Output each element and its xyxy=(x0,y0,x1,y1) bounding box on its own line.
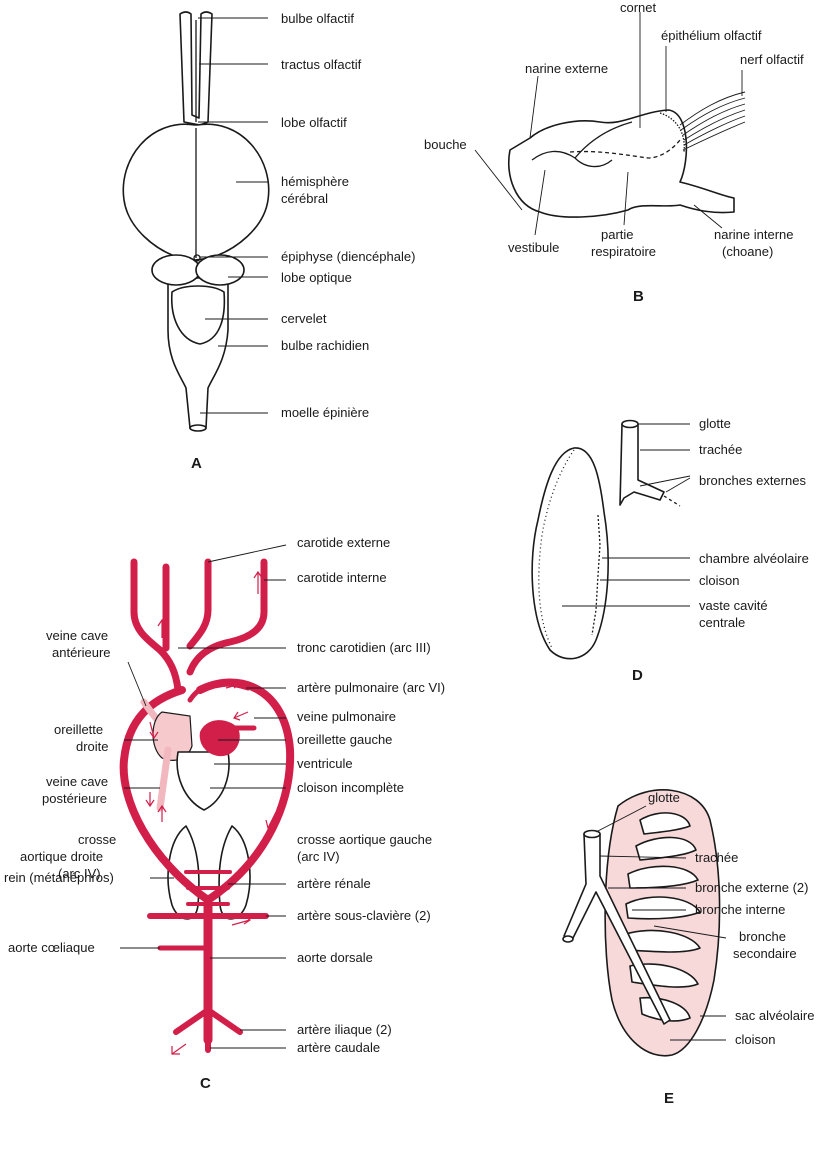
label-chambre: chambre alvéolaire xyxy=(699,551,809,566)
label-crosse-gauche-2: (arc IV) xyxy=(297,849,340,864)
label-bulbe-rachidien: bulbe rachidien xyxy=(281,338,369,353)
label-carotide-externe: carotide externe xyxy=(297,535,390,550)
label-veine-cave-post-2: postérieure xyxy=(42,791,107,806)
label-cornet: cornet xyxy=(620,0,657,15)
label-artere-iliaque: artère iliaque (2) xyxy=(297,1022,392,1037)
label-narine-interne-1: narine interne xyxy=(714,227,794,242)
label-trachee-d: trachée xyxy=(699,442,742,457)
label-aorte-dorsale: aorte dorsale xyxy=(297,950,373,965)
label-crosse-droite-2: aortique droite xyxy=(20,849,103,864)
label-rein: rein (métanéphros) xyxy=(4,870,114,885)
label-bronche-externe: bronche externe (2) xyxy=(695,880,808,895)
label-bronche-interne: bronche interne xyxy=(695,902,785,917)
label-cloison-incomplete: cloison incomplète xyxy=(297,780,404,795)
trachea-d xyxy=(620,424,664,505)
label-trachee-e: trachée xyxy=(695,850,738,865)
label-cloison-e: cloison xyxy=(735,1032,775,1047)
panel-b-nose: cornet épithélium olfactif nerf olfactif… xyxy=(424,0,804,305)
optic-lobe-left xyxy=(152,255,200,285)
label-hemisphere-1: hémisphère xyxy=(281,174,349,189)
label-glotte-d: glotte xyxy=(699,416,731,431)
label-epiphyse: épiphyse (diencéphale) xyxy=(281,249,415,264)
panel-c-circulation: carotide externe carotide interne veine … xyxy=(4,535,445,1092)
olfactory-nerve xyxy=(680,92,745,150)
label-cervelet: cervelet xyxy=(281,311,327,326)
label-glotte-e: glotte xyxy=(648,790,680,805)
panel-letter-c: C xyxy=(200,1075,211,1092)
lung-sac-d xyxy=(532,448,608,659)
label-oreillette-gauche: oreillette gauche xyxy=(297,732,392,747)
label-vaste-2: centrale xyxy=(699,615,745,630)
label-veine-cave-ant-2: antérieure xyxy=(52,645,111,660)
label-bouche: bouche xyxy=(424,137,467,152)
label-crosse-droite-1: crosse xyxy=(78,832,116,847)
label-lobe-optique: lobe optique xyxy=(281,270,352,285)
carotid-upper xyxy=(190,562,208,646)
carotid-left xyxy=(134,562,178,690)
label-aorte-coeliaque: aorte cœliaque xyxy=(8,940,95,955)
label-oreillette-droite-2: droite xyxy=(76,739,109,754)
ventricle xyxy=(177,752,229,810)
label-tractus-olfactif: tractus olfactif xyxy=(281,57,362,72)
pulmonary-artery xyxy=(190,683,248,700)
label-epithelium: épithélium olfactif xyxy=(661,28,762,43)
label-sous-claviere: artère sous-clavière (2) xyxy=(297,908,431,923)
label-crosse-gauche-1: crosse aortique gauche xyxy=(297,832,432,847)
left-auricle xyxy=(200,720,240,756)
carotid-right xyxy=(190,562,264,672)
label-nerf-olfactif: nerf olfactif xyxy=(740,52,804,67)
label-oreillette-droite-1: oreillette xyxy=(54,722,103,737)
label-ventricule: ventricule xyxy=(297,756,353,771)
label-lobe-olfactif: lobe olfactif xyxy=(281,115,347,130)
label-moelle: moelle épinière xyxy=(281,405,369,420)
label-artere-pulmonaire: artère pulmonaire (arc VI) xyxy=(297,680,445,695)
label-tronc-carotidien: tronc carotidien (arc III) xyxy=(297,640,431,655)
vena-cava-posterior xyxy=(160,750,168,808)
label-partie-1: partie xyxy=(601,227,634,242)
label-bronches-externes: bronches externes xyxy=(699,473,806,488)
panel-letter-b: B xyxy=(633,288,644,305)
label-vestibule: vestibule xyxy=(508,240,559,255)
label-bronche-secondaire-1: bronche xyxy=(739,929,786,944)
label-veine-cave-post-1: veine cave xyxy=(46,774,108,789)
label-narine-interne-2: (choane) xyxy=(722,244,773,259)
label-bronche-secondaire-2: secondaire xyxy=(733,946,797,961)
label-hemisphere-2: cérébral xyxy=(281,191,328,206)
optic-lobe-right xyxy=(196,255,244,285)
label-vaste-1: vaste cavité xyxy=(699,598,768,613)
panel-letter-e: E xyxy=(664,1090,674,1107)
label-artere-caudale: artère caudale xyxy=(297,1040,380,1055)
label-cloison-d: cloison xyxy=(699,573,739,588)
panel-a-brain: bulbe olfactif tractus olfactif lobe olf… xyxy=(123,11,415,472)
label-carotide-interne: carotide interne xyxy=(297,570,387,585)
label-narine-externe: narine externe xyxy=(525,61,608,76)
label-sac-alveolaire: sac alvéolaire xyxy=(735,1008,815,1023)
panel-letter-d: D xyxy=(632,667,643,684)
label-artere-renale: artère rénale xyxy=(297,876,371,891)
panel-e-lung: glotte trachée bronche externe (2) bronc… xyxy=(563,790,815,1107)
label-veine-cave-ant-1: veine cave xyxy=(46,628,108,643)
label-partie-2: respiratoire xyxy=(591,244,656,259)
label-bulbe-olfactif: bulbe olfactif xyxy=(281,11,354,26)
panel-letter-a: A xyxy=(191,455,202,472)
label-veine-pulmonaire: veine pulmonaire xyxy=(297,709,396,724)
panel-d-lung: glotte trachée bronches externes chambre… xyxy=(532,416,809,684)
